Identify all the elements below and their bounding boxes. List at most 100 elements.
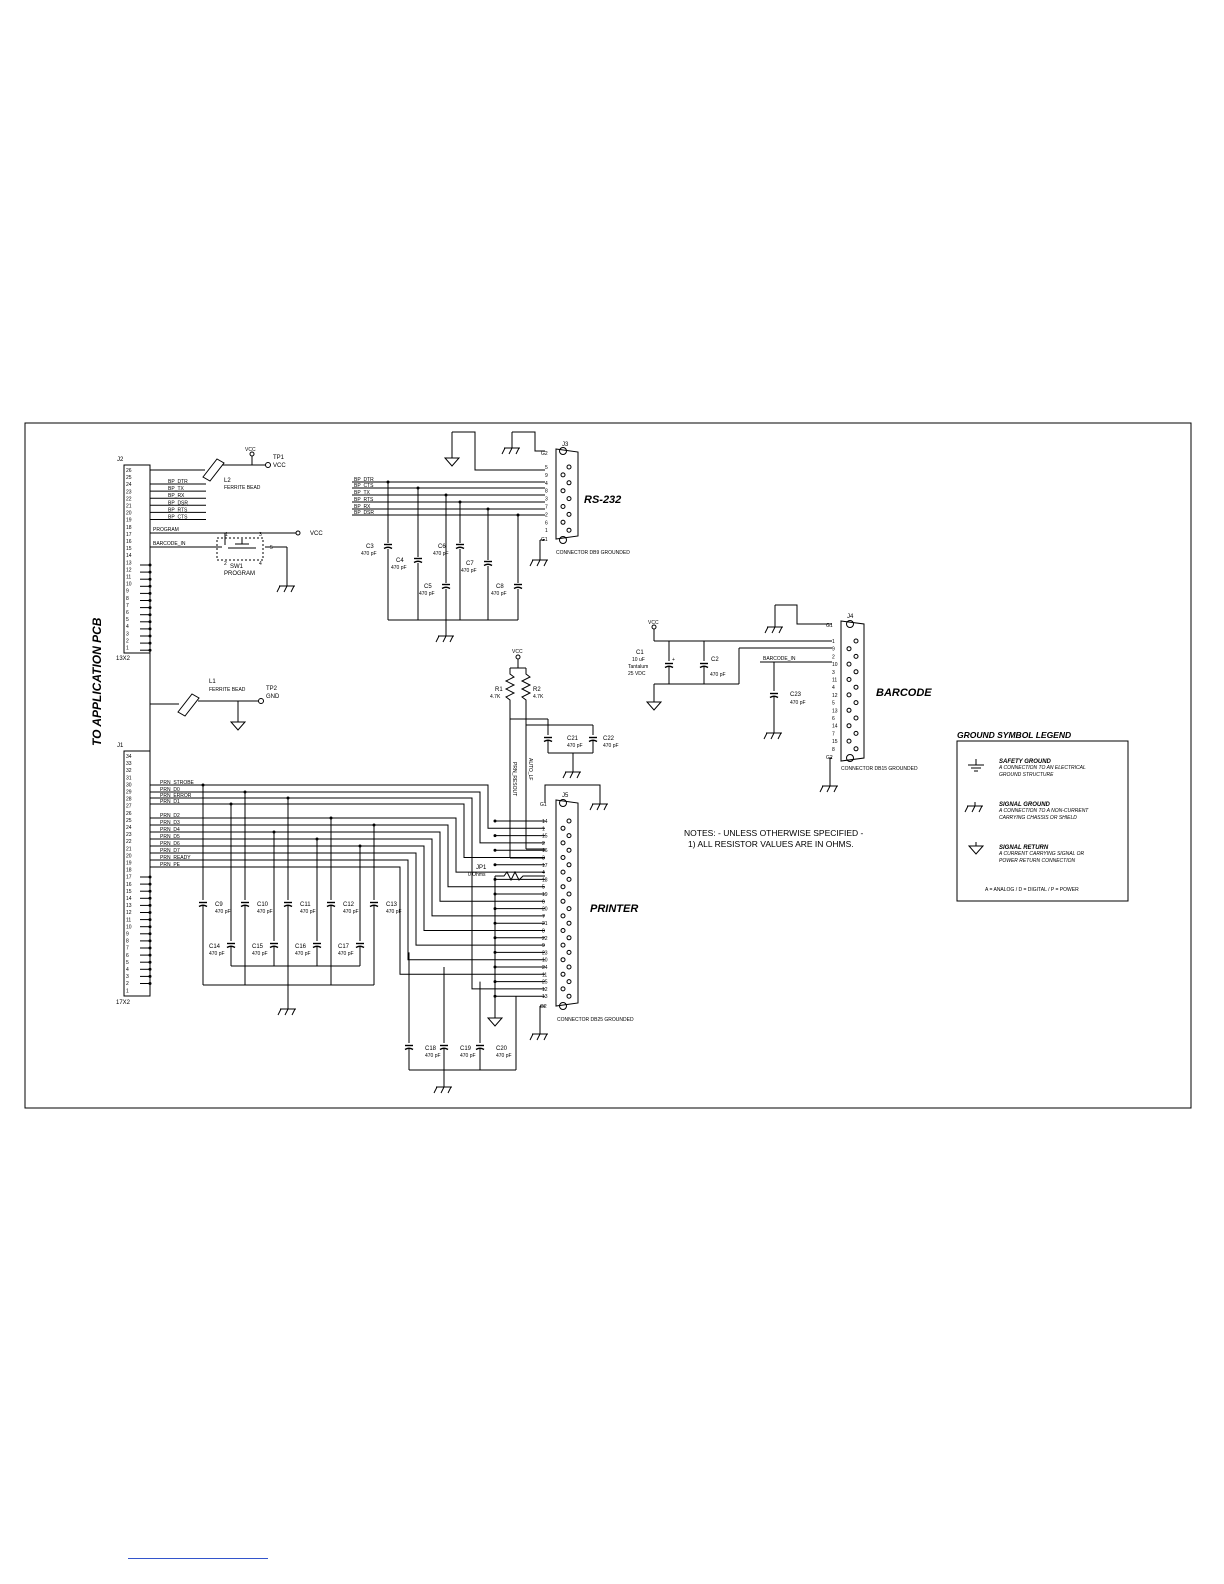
j5-pin-contact <box>566 964 572 970</box>
j2-pin-number: 5 <box>126 617 129 623</box>
j5-pin-number: 2 <box>542 841 545 847</box>
j3-pin-number: 5 <box>545 465 548 471</box>
j1-net-label: PRN_D2 <box>160 813 180 819</box>
j3-pin-contact <box>566 527 572 533</box>
legend-footer: A = ANALOG / D = DIGITAL / P = POWER <box>985 887 1079 893</box>
rs232-title: RS-232 <box>584 494 621 506</box>
printer-net-wire <box>150 852 545 946</box>
cap-value: 470 pF <box>391 565 407 571</box>
cap-value: 470 pF <box>425 1053 441 1059</box>
cap-ref: C13 <box>386 902 398 908</box>
j2-net-label: BP_DTR <box>168 479 188 485</box>
junction-dot <box>148 627 152 631</box>
j4-pin-contact <box>846 692 852 698</box>
j2-type: 13X2 <box>116 656 131 662</box>
j5-ref: J5 <box>562 793 569 799</box>
j5-pin-contact <box>566 935 572 941</box>
junction-dot <box>148 620 152 624</box>
j5-pin-contact <box>560 855 566 860</box>
capacitor-c8 <box>513 583 523 590</box>
j2-pin-number: 26 <box>126 468 132 474</box>
j5-pin-number: 13 <box>542 994 548 1000</box>
cap-ref: C16 <box>295 944 307 950</box>
j2-pin-number: 8 <box>126 596 129 602</box>
j3-pin-contact <box>560 488 566 494</box>
net-program: PROGRAM <box>153 527 179 533</box>
c23-ref: C23 <box>790 692 802 698</box>
j1-pin-number: 9 <box>126 932 129 938</box>
j5-pin-number: 24 <box>542 965 548 971</box>
j5-pin-contact <box>560 942 566 948</box>
j5-pin-number: 7 <box>542 914 545 920</box>
j2-pin-number: 23 <box>126 489 132 495</box>
j5-pin-number: 23 <box>542 950 548 956</box>
j2-pin-number: 16 <box>126 539 132 545</box>
junction-dot <box>148 946 152 950</box>
j4-pin-number: 6 <box>832 716 835 722</box>
j1-pin-number: 19 <box>126 861 132 867</box>
j2-pin-number: 11 <box>126 575 131 581</box>
j5-pin-contact <box>566 847 572 853</box>
cap-value: 470 pF <box>461 568 477 574</box>
c21-value: 470 pF <box>567 743 583 749</box>
j5-pin-number: 8 <box>542 929 545 935</box>
j1-pin-number: 24 <box>126 825 132 831</box>
signal-ground-icon <box>964 801 984 813</box>
connector-j2: J2 2625242322212019181716151413121110987… <box>116 457 151 662</box>
j4-pin-contact <box>846 723 852 729</box>
j5-pin-number: 6 <box>542 899 545 905</box>
j2-pin-number: 13 <box>126 560 132 566</box>
j2-pin-number: 22 <box>126 496 132 502</box>
j1-pin-number: 14 <box>126 896 132 902</box>
junction-dot <box>148 918 152 922</box>
j1-net-label: PRN_D0 <box>160 787 180 793</box>
junction-dot <box>148 875 152 879</box>
printer-net-wire <box>150 831 545 902</box>
j5-pin-contact <box>560 825 566 831</box>
capacitor-c16 <box>312 942 322 949</box>
barcode-title: BARCODE <box>876 687 932 699</box>
cap-value: 470 pF <box>295 951 311 957</box>
j2-pin-number: 4 <box>126 624 129 630</box>
j1-pin-number: 30 <box>126 782 132 788</box>
cap-value: 470 pF <box>215 909 231 915</box>
c1-ref: C1 <box>636 650 644 656</box>
j5-pin-number: 18 <box>542 877 548 883</box>
j3-pin-contact <box>566 464 572 470</box>
j4-pin-contact <box>853 730 859 736</box>
capacitor-c18 <box>404 1044 414 1051</box>
j4-pin-number: 4 <box>832 685 835 691</box>
j1-type: 17X2 <box>116 1000 131 1006</box>
svg-text:GROUND STRUCTURE: GROUND STRUCTURE <box>999 772 1054 778</box>
svg-text:CARRYING CHASSIS OR SHIELD: CARRYING CHASSIS OR SHIELD <box>999 815 1077 821</box>
side-title: TO APPLICATION PCB <box>90 617 104 746</box>
capacitor-c7 <box>483 560 493 567</box>
j5-pin-number: 15 <box>542 834 548 840</box>
j1-pin-number: 27 <box>126 804 132 810</box>
j5-pin-contact <box>566 818 572 824</box>
j4-pin-contact <box>846 661 852 667</box>
j4-caption: CONNECTOR DB15 GROUNDED <box>841 766 918 772</box>
cap-value: 470 pF <box>361 551 377 557</box>
j2-pin-number: 17 <box>126 532 132 538</box>
j1-pin-number: 15 <box>126 889 132 895</box>
j1-pin-number: 21 <box>126 846 132 852</box>
signal-ground-icon <box>277 1004 297 1016</box>
j5-pin-number: 22 <box>542 936 548 942</box>
safety-ground-icon <box>967 758 985 772</box>
junction-dot <box>148 960 152 964</box>
jp1-value: 0 Ohms <box>468 872 486 878</box>
j3-caption: CONNECTOR DB9 GROUNDED <box>556 550 630 556</box>
svg-text:G2: G2 <box>541 451 548 457</box>
svg-text:2: 2 <box>224 561 227 567</box>
j2-pin-number: 21 <box>126 504 132 510</box>
j3-pin-contact <box>566 511 572 517</box>
j4-pin-contact <box>853 669 859 675</box>
capacitor-c19 <box>439 1044 449 1051</box>
j5-pin-number: 17 <box>542 863 548 869</box>
ferrite-bead-l1: TP2 GND L1 FERRITE BEAD <box>150 679 280 731</box>
j1-pin-number: 5 <box>126 960 129 966</box>
c2-value: 470 pF <box>710 672 726 678</box>
